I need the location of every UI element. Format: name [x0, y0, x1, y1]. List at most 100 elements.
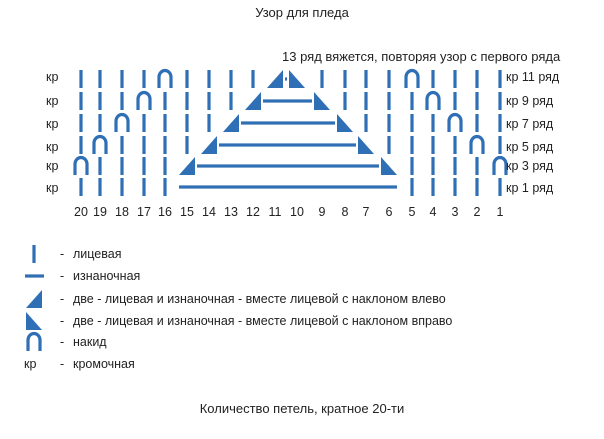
- knit-stitch: [475, 157, 479, 175]
- knit-stitch: [453, 136, 457, 154]
- knit-stitch: [163, 136, 167, 154]
- legend-text-dec-right: две - лицевая и изнаночная - вместе лице…: [73, 314, 453, 328]
- row-7-label: кр 7 ряд: [506, 117, 554, 131]
- knit-stitch: [498, 70, 502, 88]
- knit-stitch: [343, 92, 347, 110]
- knit-stitch: [142, 157, 146, 175]
- yarn-over-stitch: [447, 112, 463, 132]
- yarn-over-stitch: [92, 134, 108, 154]
- yarn-over-stitch: [26, 331, 42, 351]
- purl-stitch: [25, 274, 44, 278]
- decrease-right-stitch: [358, 136, 374, 154]
- knit-stitch: [32, 245, 36, 263]
- decrease-right-stitch: [289, 70, 305, 88]
- knit-stitch: [163, 157, 167, 175]
- knit-stitch: [364, 92, 368, 110]
- knit-stitch: [120, 70, 124, 88]
- knit-stitch: [120, 178, 124, 196]
- purl-stitch: [179, 185, 397, 189]
- knit-stitch: [410, 114, 414, 132]
- diagram-title: Узор для пледа: [255, 5, 349, 20]
- stitch-number: 20: [74, 205, 88, 219]
- stitch-number: 7: [362, 205, 370, 219]
- decrease-left-stitch: [26, 290, 42, 308]
- legend-dash: -: [60, 357, 65, 371]
- yarn-over-stitch: [136, 90, 152, 110]
- knit-stitch: [185, 136, 189, 154]
- decrease-left-stitch: [179, 157, 195, 175]
- row-11-edge-left: кр: [46, 70, 59, 84]
- knit-stitch: [229, 70, 233, 88]
- knit-stitch: [163, 114, 167, 132]
- legend-symbol-edge: кр: [24, 357, 37, 371]
- knit-stitch: [475, 178, 479, 196]
- decrease-right-stitch: [337, 114, 353, 132]
- knit-stitch: [163, 92, 167, 110]
- knit-stitch: [142, 114, 146, 132]
- legend-text-purl: изнаночная: [73, 269, 141, 283]
- stitch-number: 8: [341, 205, 349, 219]
- knit-stitch: [410, 178, 414, 196]
- decrease-left-stitch: [223, 114, 239, 132]
- row-9-edge-left: кр: [46, 94, 59, 108]
- stitch-number: 15: [180, 205, 194, 219]
- knit-stitch: [498, 92, 502, 110]
- knit-stitch: [364, 70, 368, 88]
- knit-stitch: [387, 114, 391, 132]
- knit-stitch: [453, 92, 457, 110]
- knit-stitch: [98, 157, 102, 175]
- knit-stitch: [498, 178, 502, 196]
- knit-stitch: [79, 178, 83, 196]
- row-1-label: кр 1 ряд: [506, 181, 554, 195]
- legend-dash: -: [60, 335, 65, 349]
- stitch-number: 13: [224, 205, 238, 219]
- stitch-number: 14: [202, 205, 216, 219]
- knit-stitch: [498, 114, 502, 132]
- legend-dash: -: [60, 314, 65, 328]
- knit-stitch: [410, 157, 414, 175]
- knit-stitch: [387, 92, 391, 110]
- stitch-number: 9: [318, 205, 326, 219]
- knit-stitch: [475, 114, 479, 132]
- row-7-edge-left: кр: [46, 117, 59, 131]
- knit-stitch: [98, 178, 102, 196]
- purl-stitch: [263, 99, 312, 103]
- knit-stitch: [79, 70, 83, 88]
- row-5-edge-left: кр: [46, 140, 59, 154]
- purl-stitch: [241, 121, 335, 125]
- knit-stitch: [79, 92, 83, 110]
- stitch-number: 11: [268, 205, 282, 219]
- yarn-over-stitch: [469, 134, 485, 154]
- knit-stitch: [98, 70, 102, 88]
- knit-stitch: [120, 92, 124, 110]
- row-3-edge-left: кр: [46, 159, 59, 173]
- row-9-label: кр 9 ряд: [506, 94, 554, 108]
- stitch-number: 6: [385, 205, 393, 219]
- knit-stitch: [120, 157, 124, 175]
- knit-stitch: [431, 70, 435, 88]
- knit-stitch: [207, 114, 211, 132]
- legend-text-edge: кромочная: [73, 357, 135, 371]
- yarn-over-stitch: [425, 90, 441, 110]
- knit-stitch: [387, 70, 391, 88]
- knit-stitch: [207, 92, 211, 110]
- knit-stitch: [251, 70, 255, 88]
- knit-stitch: [410, 136, 414, 154]
- knit-stitch: [98, 114, 102, 132]
- stitch-number: 17: [137, 205, 151, 219]
- purl-stitch: [285, 77, 287, 81]
- stitch-number: 12: [246, 205, 260, 219]
- knit-stitch: [185, 114, 189, 132]
- stitch-number: 18: [115, 205, 129, 219]
- knit-stitch: [163, 178, 167, 196]
- purl-stitch: [197, 164, 379, 168]
- knit-stitch: [229, 92, 233, 110]
- knit-stitch: [142, 136, 146, 154]
- knit-stitch: [185, 70, 189, 88]
- knit-stitch: [387, 136, 391, 154]
- decrease-left-stitch: [245, 92, 261, 110]
- purl-stitch: [219, 143, 356, 147]
- legend-text-dec-left: две - лицевая и изнаночная - вместе лице…: [73, 292, 446, 306]
- knit-stitch: [453, 157, 457, 175]
